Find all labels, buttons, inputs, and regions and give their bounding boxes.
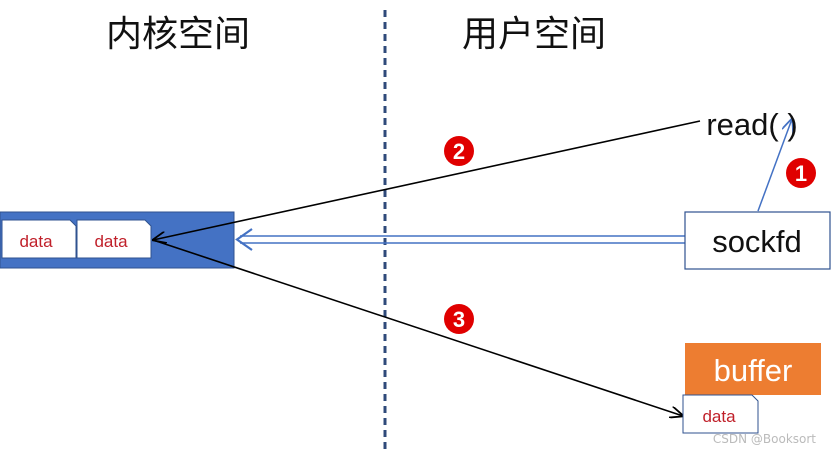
step-badge-2: 2	[444, 136, 474, 166]
read-to-kernel-arrow	[153, 120, 701, 240]
user-buffer: buffer data	[682, 343, 821, 434]
kernel-socket-buffer: data data	[0, 211, 235, 269]
watermark-text: CSDN @Booksort	[713, 432, 816, 446]
step-badge-1: 1	[786, 158, 816, 188]
kernel-data-label-1: data	[19, 232, 53, 251]
sockfd-box: sockfd	[684, 211, 831, 270]
user-data-packet: data	[682, 394, 759, 434]
user-data-label: data	[702, 407, 736, 426]
kernel-space-heading: 内核空间	[106, 14, 250, 55]
sockfd-label: sockfd	[712, 224, 802, 259]
step-badge-3: 3	[444, 304, 474, 334]
user-buffer-label: buffer	[714, 353, 793, 388]
sockfd-to-kernel-arrow	[235, 228, 685, 251]
read-call-label: read( )	[706, 107, 797, 142]
sockfd-to-read-arrow	[757, 119, 792, 212]
kernel-to-buffer-arrow	[152, 239, 683, 416]
user-space-heading: 用户空间	[462, 14, 606, 55]
kernel-data-packet-2: data	[76, 219, 152, 259]
step-number-3: 3	[453, 307, 465, 332]
step-number-1: 1	[795, 161, 807, 186]
user-buffer-block	[685, 343, 821, 395]
kernel-data-packet-1: data	[1, 219, 77, 259]
step-number-2: 2	[453, 139, 465, 164]
kernel-data-label-2: data	[94, 232, 128, 251]
